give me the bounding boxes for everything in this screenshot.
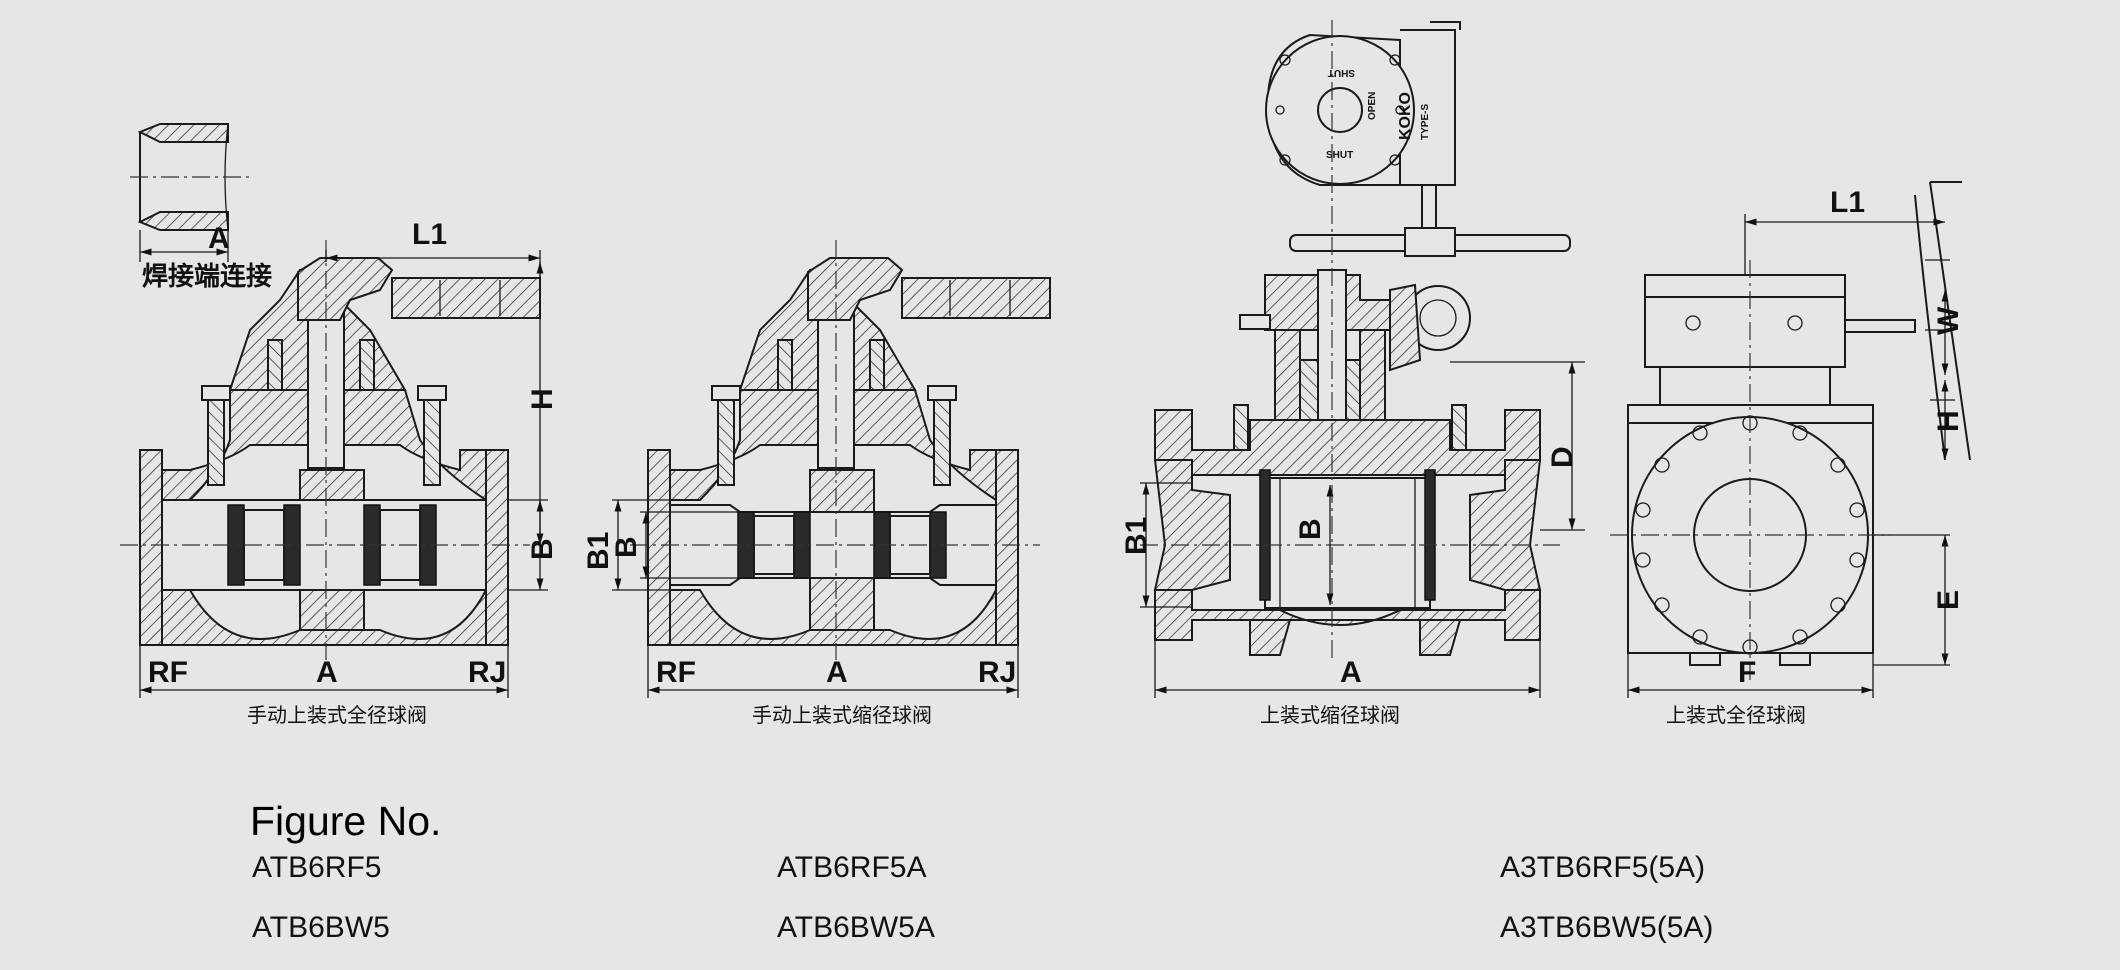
view4-dim-h: H bbox=[1932, 410, 1965, 432]
weld-end-dim-a: A bbox=[208, 222, 230, 255]
weld-end-detail: A 焊接端连接 bbox=[130, 123, 272, 292]
view1-dim-rj: RJ bbox=[468, 656, 506, 689]
view1-dim-l1: L1 bbox=[412, 218, 447, 251]
view2-dim-a: A bbox=[826, 656, 848, 689]
view4-dim-w: W bbox=[1932, 306, 1965, 335]
view1-dim-b: B bbox=[526, 538, 559, 560]
view2-dim-rf: RF bbox=[656, 656, 696, 689]
view1-caption: 手动上装式全径球阀 bbox=[247, 703, 427, 727]
view3-gear-brand: KOKO bbox=[1397, 92, 1414, 140]
figure-code: ATB6BW5A bbox=[777, 911, 935, 944]
view1-dim-a: A bbox=[316, 656, 338, 689]
view3-gear-shut-bottom: SHUT bbox=[1326, 150, 1353, 161]
figure-code: ATB6BW5 bbox=[252, 911, 390, 944]
view3-gear-type: TYPE-S bbox=[1420, 104, 1431, 140]
view4-dim-e: E bbox=[1932, 590, 1965, 610]
view4-caption: 上装式全径球阀 bbox=[1666, 703, 1806, 727]
figure-code: A3TB6RF5(5A) bbox=[1500, 851, 1706, 884]
weld-end-caption: 焊接端连接 bbox=[142, 262, 272, 292]
view4-full-bore-gear: L1 W H E F 上装式全径球阀 bbox=[1610, 181, 1971, 727]
view3-dim-b: B bbox=[1294, 518, 1327, 540]
view3-reduced-bore-gear: SHUT SHUT OPEN KOKO TYPE-S bbox=[1120, 20, 1585, 727]
view2-dim-b: B bbox=[610, 536, 643, 558]
figure-code: A3TB6BW5(5A) bbox=[1500, 911, 1714, 944]
figure-number-title: Figure No. bbox=[250, 798, 442, 844]
figure-code: ATB6RF5 bbox=[252, 851, 382, 884]
view1-full-bore-manual: L1 H B RF A RJ 手动上装式全径球阀 bbox=[120, 218, 559, 727]
view3-gear-shut-top: SHUT bbox=[1328, 67, 1355, 78]
view1-dim-rf: RF bbox=[148, 656, 188, 689]
view2-caption: 手动上装式缩径球阀 bbox=[752, 703, 932, 727]
view3-dim-a: A bbox=[1340, 656, 1362, 689]
view1-dim-h: H bbox=[526, 388, 559, 410]
view2-reduced-bore-manual: B1 B RF A RJ 手动上装式缩径球阀 bbox=[582, 240, 1051, 727]
view4-dim-l1: L1 bbox=[1830, 186, 1865, 219]
view4-dim-f: F bbox=[1738, 656, 1756, 689]
view3-dim-d: D bbox=[1546, 446, 1579, 468]
view2-dim-b1: B1 bbox=[582, 532, 615, 570]
view3-gear-open: OPEN bbox=[1367, 92, 1378, 120]
view2-dim-rj: RJ bbox=[978, 656, 1016, 689]
figure-code: ATB6RF5A bbox=[777, 851, 927, 884]
view3-dim-b1: B1 bbox=[1120, 517, 1153, 555]
view3-caption: 上装式缩径球阀 bbox=[1260, 703, 1400, 727]
